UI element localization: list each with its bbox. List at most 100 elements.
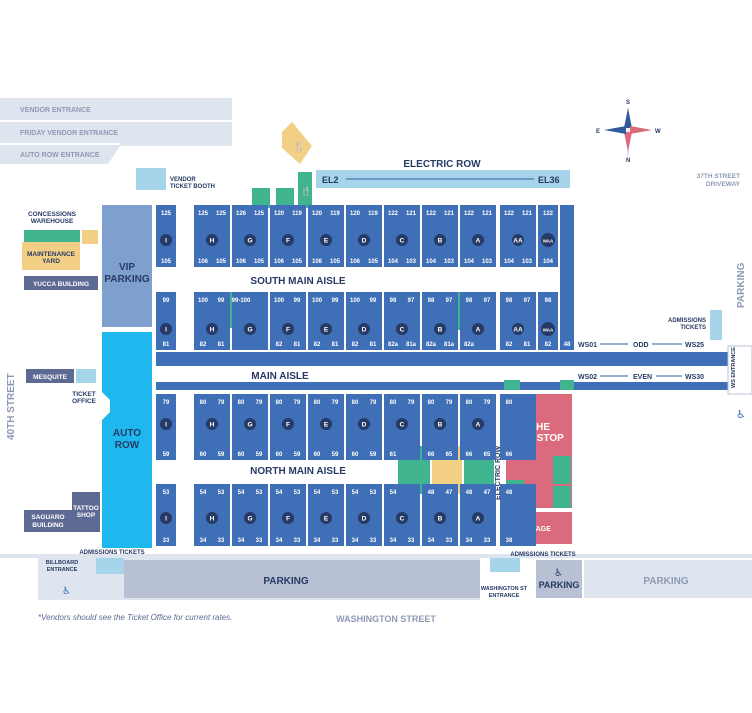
booth-number: 80 [352,400,359,406]
aisle-marker-label: H [210,516,215,523]
booth-number: 81 [524,342,531,348]
booth-number: 103 [522,259,533,265]
admissions-bottom-mid-label: ADMISSIONS TICKETS [510,552,575,558]
electric-row-vertical-label: ELECTRIC ROW [495,446,502,500]
aisle-marker [434,512,446,524]
vendor-block [156,292,176,350]
vendor-block [270,292,306,350]
booth-number: 98 [390,298,397,304]
food-big-stop [553,456,571,484]
booth-number: 97 [484,298,491,304]
vip-parking [102,205,152,327]
booth-number: 99-100 [232,298,251,304]
booth-number: 104 [426,259,437,265]
ws-even-start: WS02 [578,374,597,381]
booth-number: 99 [218,298,225,304]
aisle-marker-label: H [210,327,215,334]
aisle-marker [282,323,294,335]
booth-number: 80 [276,400,283,406]
booth-number: 59 [370,452,377,458]
booth-number: 33 [256,538,263,544]
aisle-marker [541,322,555,336]
booth-number: 79 [446,400,453,406]
aisle-marker [320,323,332,335]
booth-number: 120 [274,211,285,217]
vendor-entrance-label: VENDOR ENTRANCE [20,107,91,114]
booth-number: 125 [161,211,172,217]
booth-number: 82 [506,342,513,348]
aisle-marker-label: B [438,238,443,245]
booth-number: 60 [238,452,245,458]
booth-number: 97 [408,298,415,304]
booth-number: 54 [276,490,283,496]
booth-number: 34 [390,538,397,544]
booth-number: 60 [352,452,359,458]
booth-number: 99 [332,298,339,304]
ws-even-mid: EVEN [633,374,652,381]
food-green-tall [298,172,312,208]
booth-number: 81 [163,342,170,348]
washington-street-label: WASHINGTON STREET [336,614,436,624]
aisle-marker [244,512,256,524]
compass: S N E W [596,100,661,164]
booth-number: 79 [408,400,415,406]
food-small [560,380,574,390]
aisle-marker-label: F [286,327,290,334]
booth-number: 106 [312,259,323,265]
aisle-marker [320,234,332,246]
booth-number: 81a [444,342,455,348]
booth-number: 48 [428,490,435,496]
electric-row-start: EL2 [322,175,339,185]
aisle-marker [282,512,294,524]
accessible-icon: ♿ [554,568,563,579]
aisle-marker-label: D [362,327,367,334]
footnote: *Vendors should see the Ticket Office fo… [38,613,232,622]
aisle-marker-label: G [247,238,252,245]
aisle-marker [472,323,484,335]
parking-right [584,560,752,598]
booth-number: 104 [388,259,399,265]
accessible-icon: ♿ [736,409,746,421]
booth-number: 34 [466,538,473,544]
aisle-marker-label: D [362,422,367,429]
aisle-marker-label: I [165,516,167,523]
aisle-marker [396,418,408,430]
booth-number: 104 [464,259,475,265]
vendor-block [422,292,458,350]
vendor-block [308,292,344,350]
aisle-marker-label: A [476,422,481,429]
booth-number: 104 [543,259,554,265]
aisle-marker [358,418,370,430]
booth-number: 54 [314,490,321,496]
booth-number: 66 [466,452,473,458]
booth-number: 105 [292,259,303,265]
booth-number: 106 [274,259,285,265]
parking-main [124,560,480,598]
aisle-marker [358,323,370,335]
parking-accessible-label: PARKING [539,580,580,590]
booth-number: 106 [236,259,247,265]
booth-number: 54 [352,490,359,496]
compass-n: N [626,158,630,164]
booth-number: 33 [332,538,339,544]
entrance-banner-shape [0,98,232,164]
booth-number: 99 [370,298,377,304]
booth-number: 97 [446,298,453,304]
aisle-marker [434,418,446,430]
booth-number: 48 [466,490,473,496]
booth-number: 103 [406,259,417,265]
electric-row-banner: ELECTRIC ROW EL2 EL36 [316,159,570,188]
booth-number: 59 [256,452,263,458]
booth-number: 65 [446,452,453,458]
booth-number: 99 [163,298,170,304]
booth-number: 59 [163,452,170,458]
booth-number: 122 [464,211,475,217]
vendor-block [500,292,536,350]
booth-number: 33 [446,538,453,544]
aisle-marker-label: E [324,238,329,245]
aisle-marker [396,234,408,246]
